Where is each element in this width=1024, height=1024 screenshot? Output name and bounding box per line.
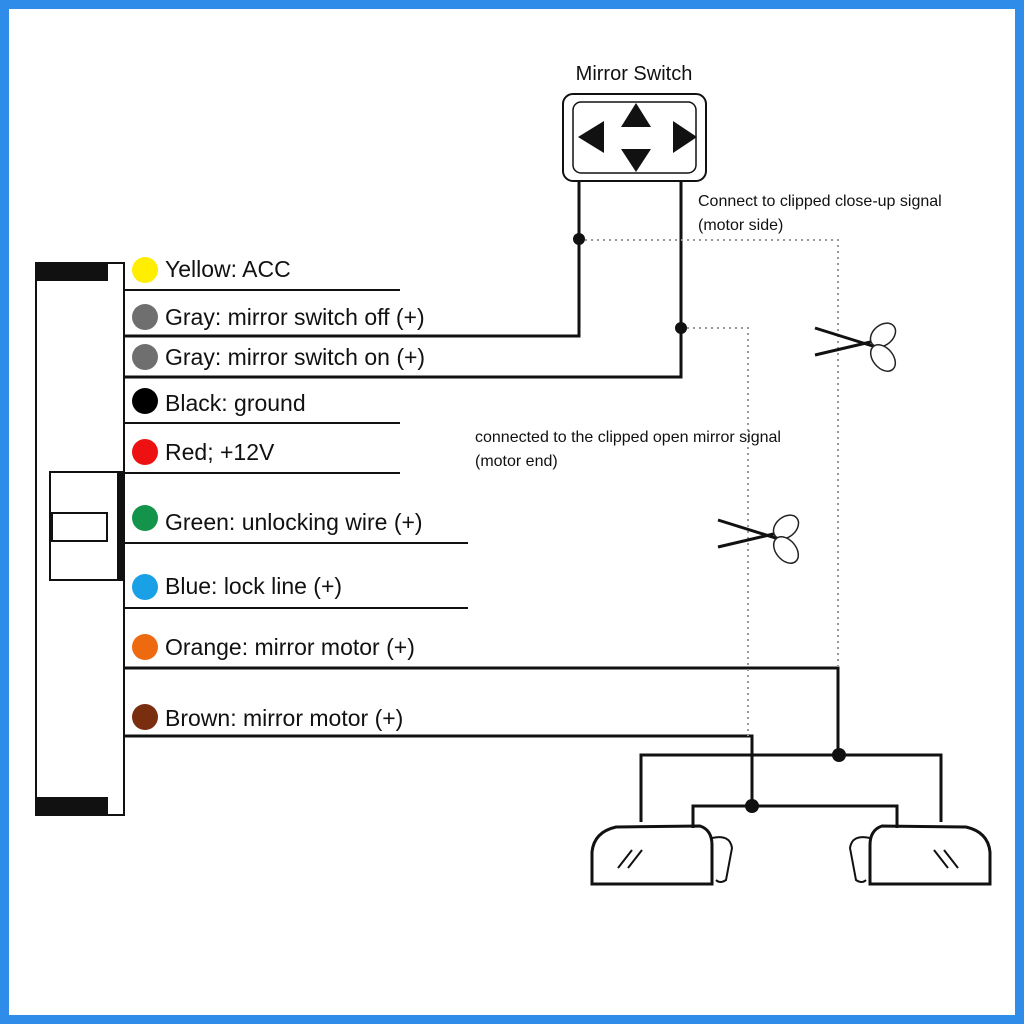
- scissors-icon: [814, 322, 897, 372]
- junction-dot: [675, 322, 687, 334]
- note-close-line1: Connect to clipped close-up signal: [698, 193, 942, 210]
- wire-color-dot: [132, 704, 158, 730]
- control-module: [35, 262, 125, 816]
- wire-label-brown: Brown: mirror motor (+): [165, 705, 403, 731]
- wire-color-dot: [132, 257, 158, 283]
- arrow-up-icon: [621, 103, 651, 127]
- wire-color-dot: [132, 388, 158, 414]
- switch-title: Mirror Switch: [576, 63, 693, 85]
- wire-label-red: Red; +12V: [165, 439, 275, 465]
- mirror-switch: Mirror Switch: [562, 63, 707, 182]
- wire-color-dot: [132, 634, 158, 660]
- annotation-close-signal: Connect to clipped close-up signal (moto…: [698, 193, 942, 234]
- wire-label-orange: Orange: mirror motor (+): [165, 634, 415, 660]
- wire-label-gray-off: Gray: mirror switch off (+): [165, 304, 425, 330]
- wire-label-gray-on: Gray: mirror switch on (+): [165, 344, 425, 370]
- arrow-left-icon: [578, 121, 604, 153]
- side-mirror-icon: [590, 824, 734, 886]
- wire-color-dot: [132, 304, 158, 330]
- junction-dots: [573, 233, 846, 813]
- wire-color-dot: [132, 344, 158, 370]
- wire-color-dot: [132, 505, 158, 531]
- wire-lines: [124, 181, 840, 806]
- arrow-right-icon: [673, 121, 697, 153]
- wire-label-yellow: Yellow: ACC: [165, 256, 291, 282]
- junction-dot: [573, 233, 585, 245]
- scissors-icon: [717, 514, 800, 564]
- annotation-open-signal: connected to the clipped open mirror sig…: [475, 429, 781, 470]
- arrow-down-icon: [621, 149, 651, 172]
- clipped-signal-lines: [579, 239, 839, 736]
- wire-color-dot: [132, 439, 158, 465]
- mirror-branch-wires: [639, 753, 943, 828]
- wire-label-black: Black: ground: [165, 390, 306, 416]
- wire-legend: Yellow: ACC Gray: mirror switch off (+) …: [132, 256, 425, 731]
- wire-color-dot: [132, 574, 158, 600]
- side-mirror-icon: [848, 824, 992, 886]
- note-open-line1: connected to the clipped open mirror sig…: [475, 429, 781, 446]
- wire-label-green: Green: unlocking wire (+): [165, 509, 423, 535]
- note-open-line2: (motor end): [475, 453, 558, 470]
- note-close-line2: (motor side): [698, 217, 783, 234]
- wire-label-blue: Blue: lock line (+): [165, 573, 342, 599]
